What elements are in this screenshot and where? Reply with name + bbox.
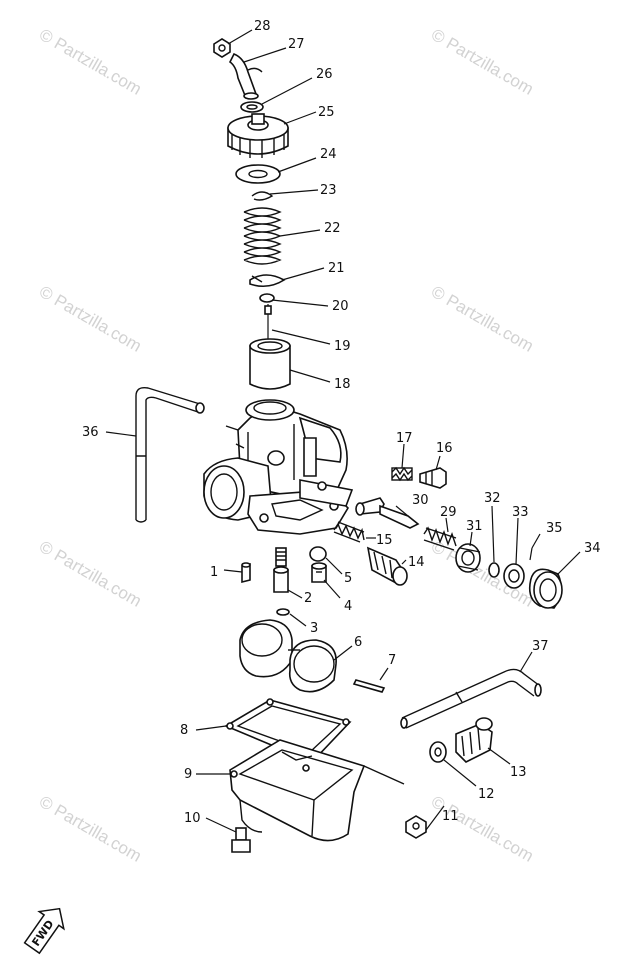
watermark-text: © Partzilla.com xyxy=(428,792,537,866)
part-10-drain-screw xyxy=(231,827,251,853)
part-number-37: 37 xyxy=(532,639,549,654)
part-number-35: 35 xyxy=(546,521,563,536)
part-number-21: 21 xyxy=(328,261,345,276)
part-number-22: 22 xyxy=(324,221,341,236)
part-number-25: 25 xyxy=(318,105,335,120)
watermark-text: © Partzilla.com xyxy=(36,282,145,356)
part-24-gasket xyxy=(235,164,281,184)
part-27-elbow xyxy=(228,52,263,100)
part-number-29: 29 xyxy=(440,505,457,520)
part-12-washer xyxy=(429,741,447,763)
part-33-plunger-cap xyxy=(503,563,525,589)
part-number-32: 32 xyxy=(484,491,501,506)
part-29-spring xyxy=(423,526,457,551)
part-number-36: 36 xyxy=(82,425,99,440)
part-1-pilot-jet xyxy=(241,562,251,584)
part-number-14: 14 xyxy=(408,555,425,570)
part-number-12: 12 xyxy=(478,787,495,802)
part-number-26: 26 xyxy=(316,67,333,82)
part-30-pilot-screw xyxy=(355,497,420,529)
part-number-7: 7 xyxy=(388,653,396,668)
part-number-13: 13 xyxy=(510,765,527,780)
part-14-throttle-stop-screw xyxy=(366,546,408,586)
part-5-o-ring xyxy=(309,546,327,562)
watermark-text: © Partzilla.com xyxy=(428,25,537,99)
part-32-o-ring xyxy=(488,562,500,578)
part-28-nut xyxy=(213,38,231,58)
part-17-spring xyxy=(391,466,413,482)
part-number-20: 20 xyxy=(332,299,349,314)
part-22-spring xyxy=(243,207,282,265)
part-13-plug xyxy=(455,717,493,763)
part-26-washer-hole xyxy=(246,104,258,110)
part-number-9: 9 xyxy=(184,767,192,782)
part-number-17: 17 xyxy=(396,431,413,446)
part-3-o-ring xyxy=(276,608,290,616)
part-6-float xyxy=(239,619,337,693)
part-number-11: 11 xyxy=(442,809,459,824)
part-number-3: 3 xyxy=(310,621,318,636)
watermark-text: © Partzilla.com xyxy=(428,282,537,356)
part-4-main-jet xyxy=(311,562,327,583)
part-number-33: 33 xyxy=(512,505,529,520)
part-number-8: 8 xyxy=(180,723,188,738)
part-number-16: 16 xyxy=(436,441,453,456)
part-numbers: 28 27 26 25 24 23 22 21 20 19 18 36 17 1… xyxy=(82,19,601,826)
fwd-direction-marker: FWD xyxy=(23,907,65,955)
leader-lines xyxy=(105,29,581,833)
part-23-clip xyxy=(251,191,274,201)
part-20-needle-clip xyxy=(259,293,275,303)
part-16-screw xyxy=(419,467,447,489)
part-number-5: 5 xyxy=(344,571,352,586)
part-number-18: 18 xyxy=(334,377,351,392)
part-31-starter-plunger xyxy=(455,543,481,573)
part-number-2: 2 xyxy=(304,591,312,606)
part-number-23: 23 xyxy=(320,183,337,198)
part-21-retainer xyxy=(249,274,286,288)
part-7-float-pin xyxy=(352,679,386,693)
part-number-1: 1 xyxy=(210,565,218,580)
part-number-19: 19 xyxy=(334,339,351,354)
part-number-28: 28 xyxy=(254,19,271,34)
part-35-pin xyxy=(529,547,533,561)
part-number-24: 24 xyxy=(320,147,337,162)
part-number-10: 10 xyxy=(184,811,201,826)
part-number-15: 15 xyxy=(376,533,393,548)
part-15-spring xyxy=(333,521,365,543)
part-drawings xyxy=(135,38,563,853)
watermark-text: © Partzilla.com xyxy=(36,792,145,866)
part-25-cap xyxy=(227,113,289,158)
part-34-choke-knob xyxy=(528,568,563,609)
part-2-needle-jet xyxy=(273,547,289,593)
part-number-30: 30 xyxy=(412,493,429,508)
part-18-throttle-valve xyxy=(249,338,291,390)
watermark-text: © Partzilla.com xyxy=(36,25,145,99)
watermark-text: © Partzilla.com xyxy=(36,537,145,611)
part-number-34: 34 xyxy=(584,541,601,556)
part-37-overflow-tube xyxy=(400,668,542,729)
part-number-6: 6 xyxy=(354,635,362,650)
part-number-4: 4 xyxy=(344,599,352,614)
part-number-27: 27 xyxy=(288,37,305,52)
part-number-31: 31 xyxy=(466,519,483,534)
part-11-screw xyxy=(405,815,427,839)
part-36-vent-tube xyxy=(135,386,205,523)
carburetor-body xyxy=(203,399,354,535)
part-26-washer xyxy=(240,101,264,113)
part-9-float-bowl xyxy=(229,739,405,842)
